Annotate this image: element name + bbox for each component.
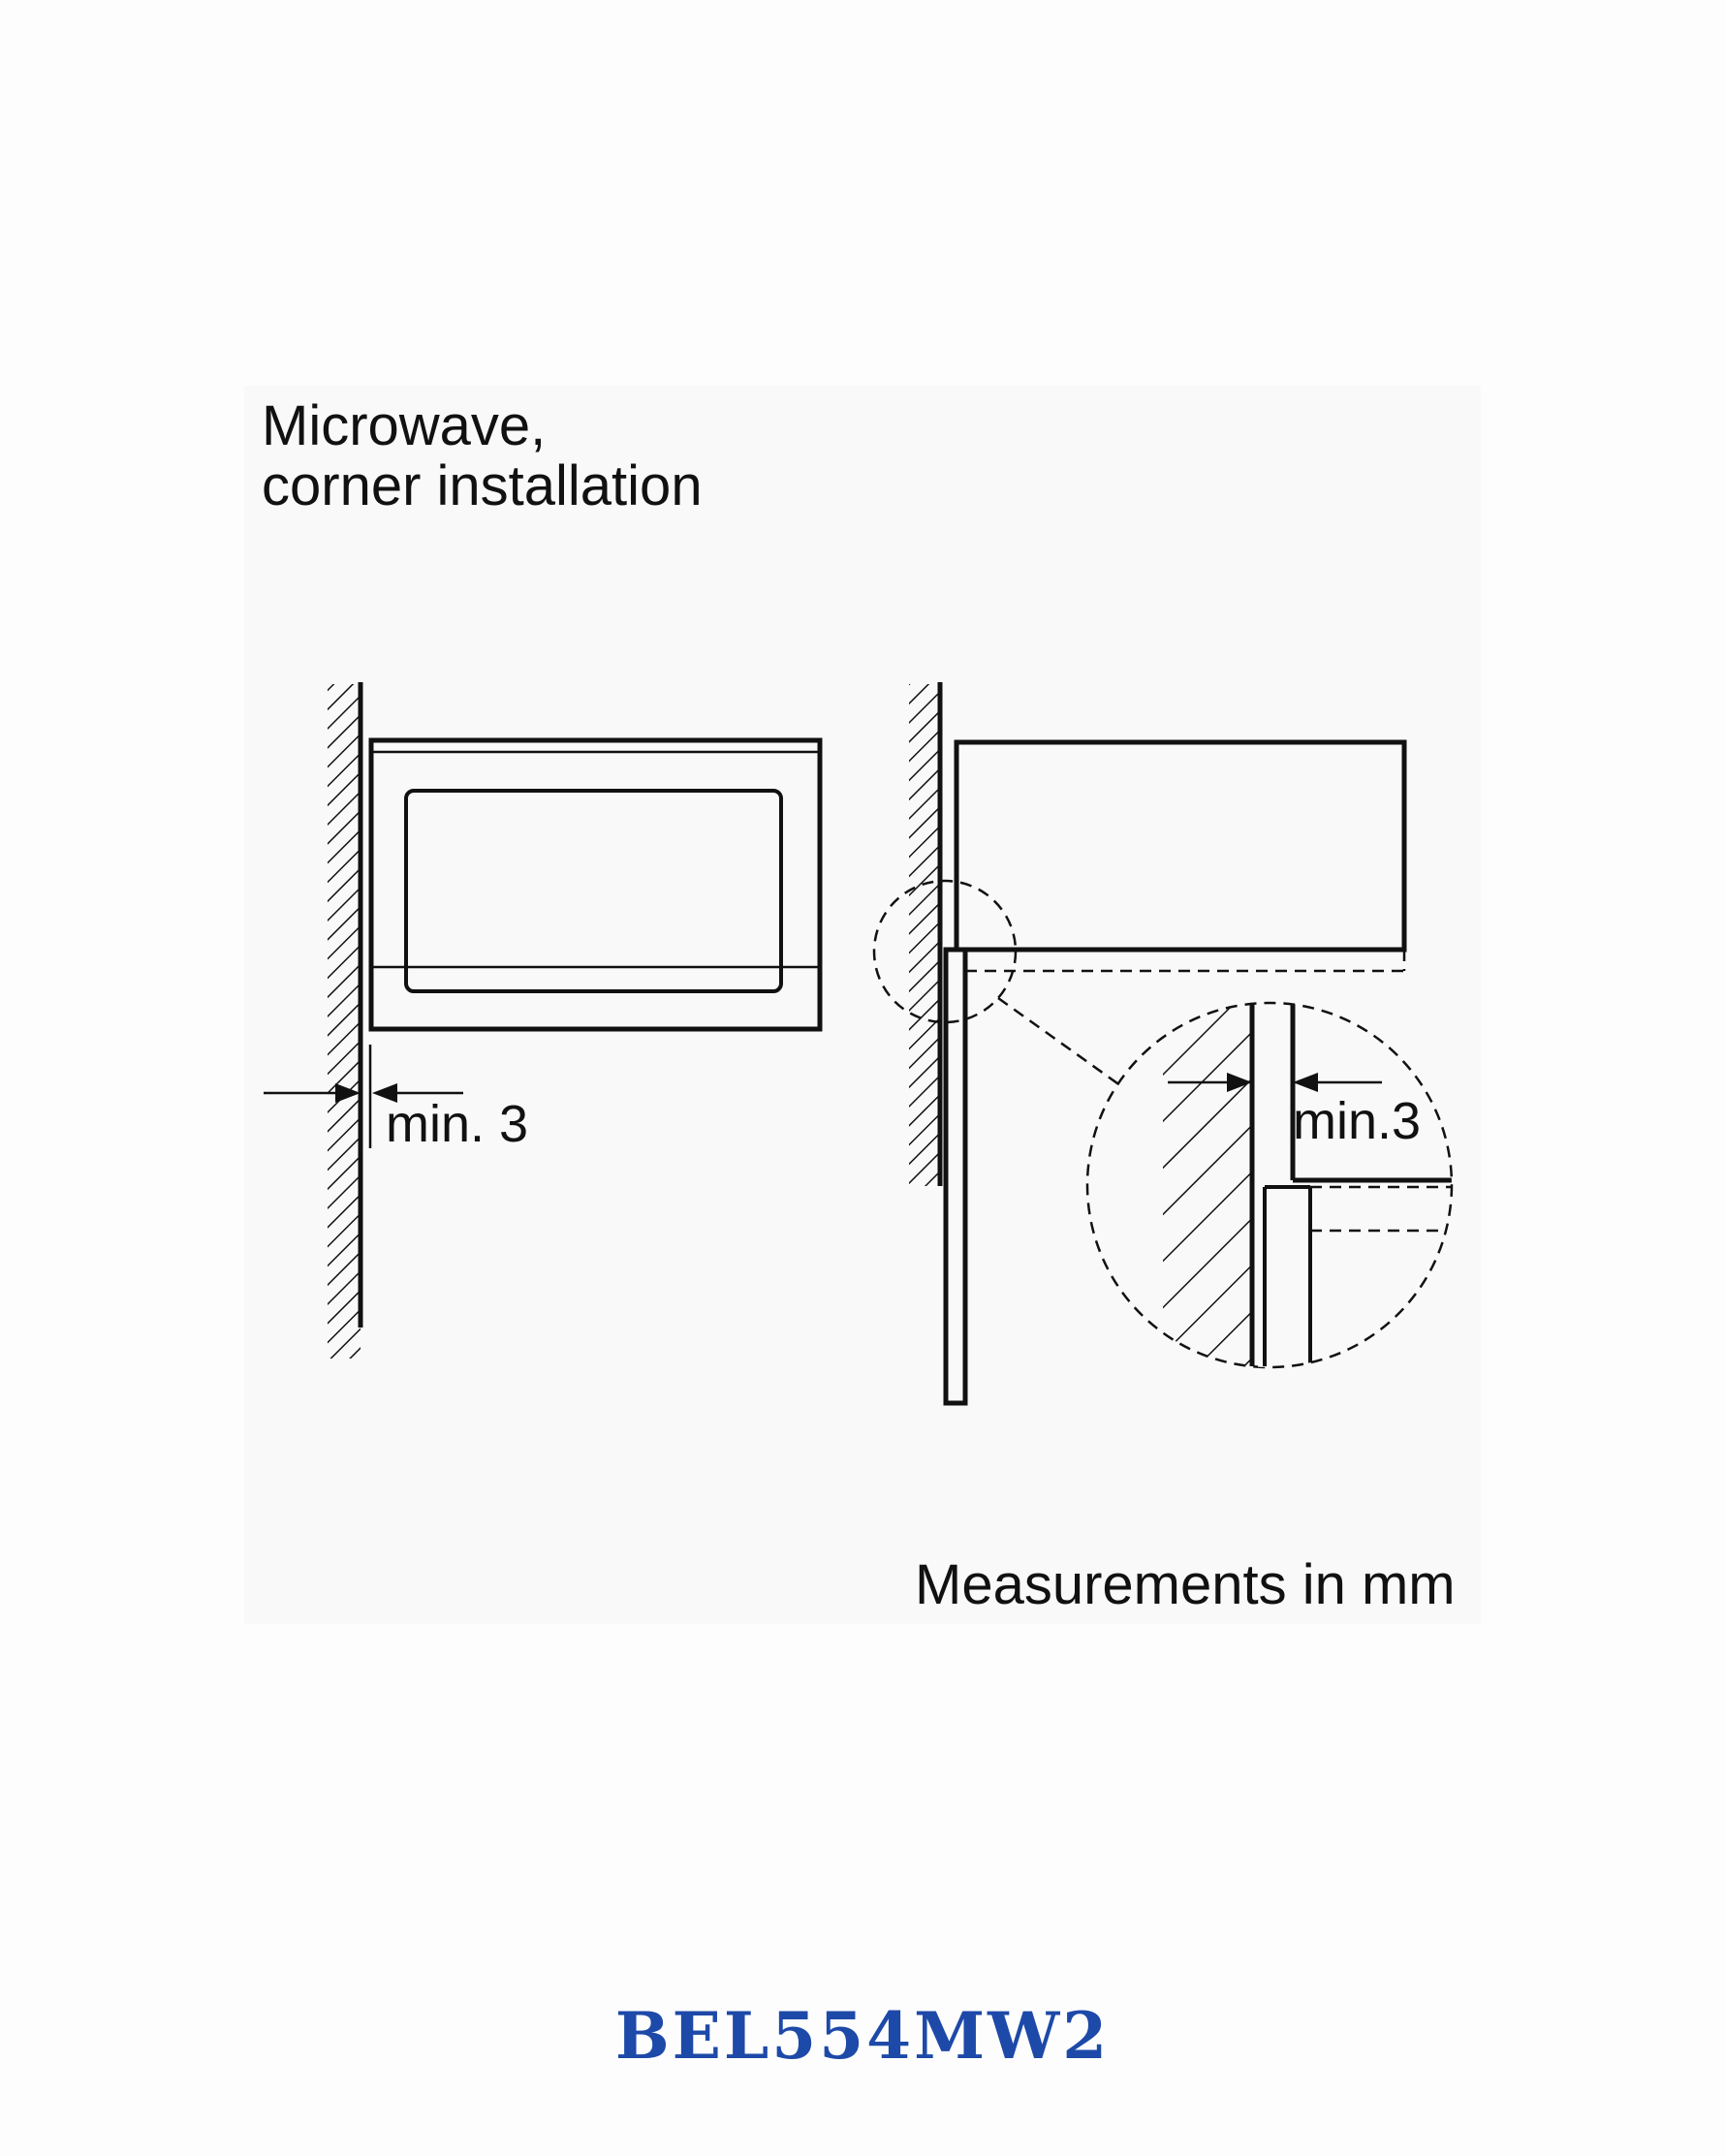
diagram-title-line-2: corner installation	[262, 454, 703, 517]
left-dimension: min. 3	[264, 1045, 528, 1153]
detail-marker	[872, 879, 1125, 1090]
diagram-title-line-1: Microwave,	[262, 394, 547, 457]
left-wall	[328, 682, 363, 1359]
left-dimension-label: min. 3	[386, 1095, 528, 1153]
model-number: BEL554MW2	[614, 1998, 1111, 2074]
microwave-front	[368, 737, 823, 1032]
microwave-top-view	[954, 739, 1407, 973]
measurement-unit-note: Measurements in mm	[915, 1553, 1456, 1616]
right-wall	[909, 682, 943, 1186]
drawing-panel	[244, 386, 1481, 1624]
cabinet-side-panel	[943, 947, 968, 1406]
detail-dimension-label: min.3	[1293, 1092, 1421, 1150]
detail-view: min.3	[1085, 1001, 1454, 1369]
